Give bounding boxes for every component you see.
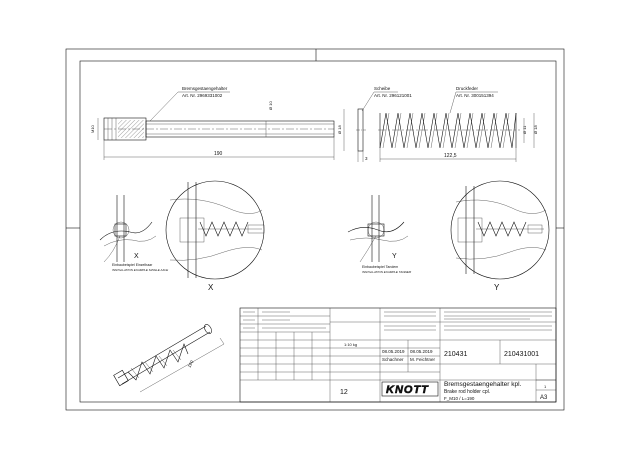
spring-outer-dia-dim: Ø 18: [533, 125, 538, 134]
install-single-en: INSTALLATION EXAMPLE SINGLE AXLE: [112, 268, 169, 272]
sheet-number: 12: [340, 389, 348, 396]
checked-by: M. Feichtner: [410, 357, 436, 362]
iso-length-dim: 190: [187, 359, 195, 368]
washer-dia-dim: Ø 18: [337, 125, 342, 134]
sheet-inner-border: [79, 60, 557, 403]
install-tandem-en: INSTALLATION EXAMPLE TANDEM: [362, 270, 412, 274]
install-example-tandem: Y Einbaubeispiel Tandem INSTALLATION EXA…: [347, 195, 412, 274]
detail-x-label: X: [208, 283, 214, 292]
spring-label: Druckfeder: [456, 86, 479, 91]
detail-y-marker: Y: [392, 253, 397, 260]
title-spec: F_M10 / L=190: [444, 396, 475, 401]
sheet-outer-border: [65, 48, 565, 411]
detail-x-circle: X: [165, 180, 265, 292]
revision-index: 1: [544, 384, 547, 389]
install-single-de: Einbaubeispiel Einzelhaar: [112, 263, 153, 267]
drawing-number-1: 210431: [444, 351, 467, 358]
date-drawn: 08.05.2019: [382, 349, 405, 354]
rod-thread-dim: M10: [90, 124, 95, 133]
title-block: 1:10 kg 08.05.2019 08.05.2019 Schachner …: [239, 307, 557, 403]
washer-view: Scheibe Art. Nr. 296121001 Ø 18 3: [337, 86, 412, 162]
washer-art-no: Art. Nr. 296121001: [374, 93, 412, 98]
brake-rod-view: Bremsgestaengehalter Art. Nr. 2969331002…: [90, 86, 335, 160]
rod-label: Bremsgestaengehalter: [182, 86, 228, 91]
sheet-format: A3: [540, 395, 548, 401]
rod-length-dim: 190: [214, 151, 223, 157]
washer-label: Scheibe: [374, 86, 391, 91]
rod-art-no: Art. Nr. 2969331002: [182, 93, 223, 98]
install-example-single: X Einbaubeispiel Einzelhaar INSTALLATION…: [99, 195, 169, 272]
date-checked: 08.05.2019: [410, 349, 433, 354]
install-tandem-de: Einbaubeispiel Tandem: [362, 265, 398, 269]
rod-dia-dim: Ø 10: [268, 101, 273, 110]
spring-length-dim: 122,5: [444, 153, 457, 159]
washer-thk-dim: 3: [365, 156, 368, 161]
detail-y-label: Y: [494, 283, 500, 292]
spring-art-no: Art. Nr. 300151394: [456, 93, 494, 98]
knott-logo: [381, 381, 439, 397]
spring-inner-dia-dim: Ø 11: [522, 125, 527, 134]
brand-logo-text: KNOTT: [386, 384, 429, 396]
detail-x-marker: X: [134, 253, 139, 260]
drawing-number-2: 210431001: [504, 351, 539, 358]
title-german: Bremsgestaengehalter kpl.: [444, 381, 522, 388]
isometric-assembly: 190: [113, 324, 225, 393]
title-english: Brake rod holder cpl.: [444, 389, 490, 395]
spring-view: Druckfeder Art. Nr. 300151394 122,5 Ø 11…: [378, 86, 538, 162]
drawn-by: Schachner: [382, 357, 404, 362]
scale-value: 1:10 kg: [344, 342, 357, 347]
detail-y-circle: Y: [450, 180, 550, 292]
